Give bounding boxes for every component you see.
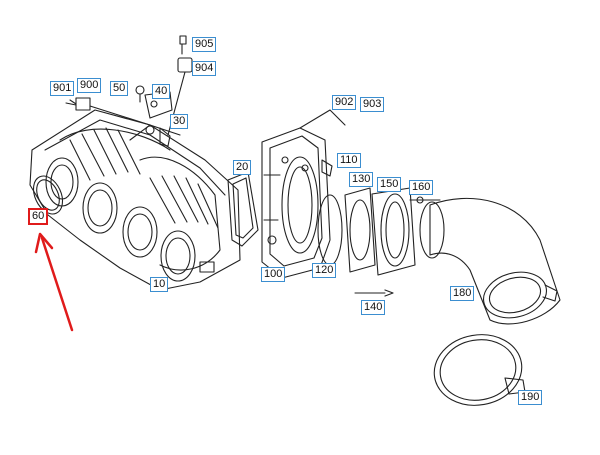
hose-clamp-part [433, 334, 526, 406]
gasket-20-part [227, 171, 259, 247]
callout-904: 904 [192, 61, 217, 76]
callout-180: 180 [450, 286, 475, 301]
callout-20: 20 [233, 160, 252, 175]
callout-120: 120 [312, 263, 337, 278]
callout-190: 190 [518, 390, 543, 405]
callout-900: 900 [77, 78, 102, 93]
callout-10: 10 [150, 277, 169, 292]
red-arrow [34, 232, 74, 332]
callout-150: 150 [377, 177, 402, 192]
callout-160: 160 [409, 180, 434, 195]
callout-100: 100 [261, 267, 286, 282]
adapter-part [344, 187, 441, 297]
elbow-hose-part [419, 197, 561, 325]
callout-130: 130 [349, 172, 374, 187]
callout-60-highlighted: 60 [28, 208, 49, 225]
callout-903: 903 [360, 97, 385, 112]
callout-50: 50 [110, 81, 129, 96]
gasket-ring-60-part [32, 175, 64, 215]
callout-30: 30 [170, 114, 189, 129]
callout-40: 40 [152, 84, 171, 99]
callout-140: 140 [361, 300, 386, 315]
callout-902: 902 [332, 95, 357, 110]
callout-110: 110 [337, 153, 361, 168]
callout-905: 905 [192, 37, 217, 52]
throttle-body-part [261, 109, 346, 279]
callout-901: 901 [50, 81, 75, 96]
intake-manifold-part [29, 109, 241, 291]
